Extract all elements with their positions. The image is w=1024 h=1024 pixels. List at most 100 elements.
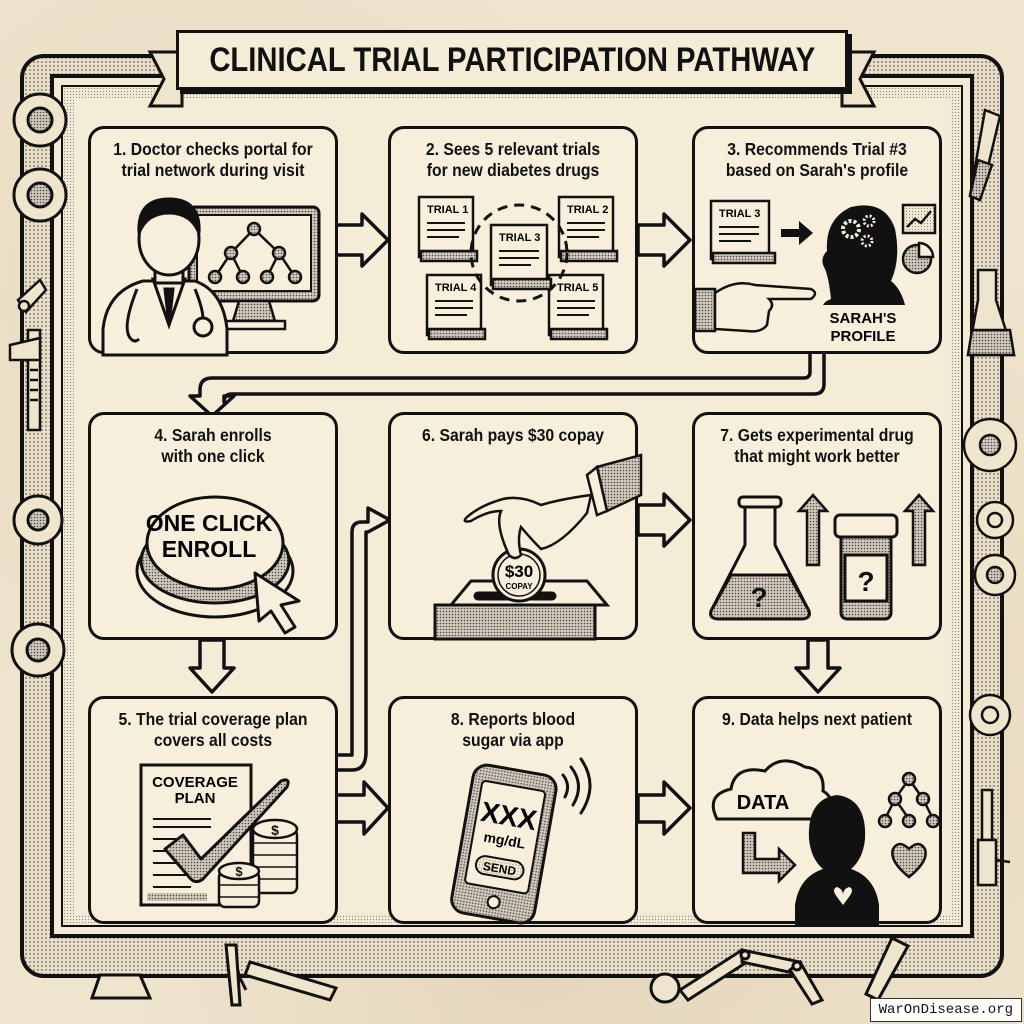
svg-text:TRIAL 4: TRIAL 4: [435, 282, 477, 294]
caption-line: that might work better: [734, 446, 900, 466]
caption-line: 3. Recommends Trial #3: [727, 139, 907, 159]
arrow-3-to-4: [188, 350, 826, 418]
trial-scroll: TRIAL 1: [417, 195, 479, 263]
step-caption: 7. Gets experimental drug that might wor…: [707, 425, 927, 467]
caption-line: 9. Data helps next patient: [722, 709, 912, 729]
recommendation-illustration: TRIAL 3 SARAH'S PRO: [693, 199, 937, 345]
robot-arm-icon: [649, 948, 825, 1006]
svg-text:SEND: SEND: [482, 859, 518, 879]
heart-icon: [891, 842, 927, 879]
caption-line: based on Sarah's profile: [725, 160, 909, 180]
step-panel-9: 9. Data helps next patient DATA: [692, 696, 942, 925]
line-chart-icon: [901, 203, 937, 235]
caliper-icon: [224, 943, 339, 1007]
step-panel-5: 5. The trial coverage plan covers all co…: [88, 696, 338, 924]
up-arrow-icon: [796, 493, 830, 567]
ballot-box-icon: [433, 579, 611, 641]
network-tree-icon: [207, 221, 303, 285]
step-caption: 6. Sarah pays $30 copay: [403, 425, 623, 446]
blood-sugar-app-illustration: XXX mg/dL SEND: [450, 757, 592, 925]
data-helps-illustration: DATA: [711, 759, 941, 925]
trial-scroll-highlighted: TRIAL 3: [489, 223, 553, 291]
watermark[interactable]: WarOnDisease.org: [869, 998, 1022, 1022]
bent-arrow-icon: [741, 831, 797, 885]
smartphone-icon: XXX mg/dL SEND: [450, 763, 558, 925]
caption-line: with one click: [161, 446, 265, 466]
checkmark-icon: [163, 778, 290, 884]
enroll-illustration: ONE CLICK ENROLL: [135, 495, 301, 635]
coin-stack-icon: $ $: [217, 818, 299, 909]
arrow-4-to-5: [188, 638, 236, 694]
experimental-drug-illustration: ? ?: [709, 493, 936, 621]
pill-bottle-icon: ?: [833, 513, 899, 621]
step-panel-6: 6. Sarah pays $30 copay $30 COPAY: [388, 412, 643, 641]
profile-label: SARAH'S: [830, 310, 897, 327]
wireless-signal-icon: [561, 757, 592, 815]
svg-text:COVERAGE: COVERAGE: [152, 774, 238, 791]
coverage-illustration: COVERAGE PLAN $ $: [139, 763, 299, 909]
caption-line: 8. Reports blood: [450, 709, 576, 729]
svg-text:$: $: [235, 864, 243, 879]
svg-text:$: $: [271, 822, 279, 838]
caption-line: covers all costs: [153, 730, 273, 750]
svg-text:ENROLL: ENROLL: [162, 536, 257, 562]
copay-illustration: $30 COPAY: [433, 453, 643, 641]
step-panel-2: 2. Sees 5 relevant trials for new diabet…: [388, 126, 638, 354]
profile-label: PROFILE: [830, 328, 895, 345]
dashed-highlight-circle: [469, 203, 569, 303]
caption-line: 5. The trial coverage plan: [118, 709, 308, 729]
caption-line: sugar via app: [462, 730, 564, 750]
svg-text:?: ?: [857, 566, 874, 597]
svg-text:TRIAL 3: TRIAL 3: [719, 208, 760, 220]
trial-scroll: TRIAL 5: [547, 273, 609, 341]
svg-text:TRIAL 2: TRIAL 2: [567, 204, 608, 216]
caption-line: 2. Sees 5 relevant trials: [425, 139, 601, 159]
trial-scroll: TRIAL 2: [557, 195, 619, 263]
arrow-1-to-2: [334, 212, 390, 268]
step-caption: 4. Sarah enrolls with one click: [103, 425, 323, 467]
send-button: [474, 855, 525, 881]
arrow-6-to-7: [636, 492, 692, 548]
arrow-right-icon: [781, 221, 813, 245]
step-panel-4: 4. Sarah enrolls with one click ONE CLIC…: [88, 412, 338, 640]
arrow-8-to-9: [636, 780, 692, 836]
big-button-icon[interactable]: ONE CLICK ENROLL: [135, 495, 295, 619]
step-caption: 8. Reports blood sugar via app: [403, 709, 623, 751]
caption-line: 6. Sarah pays $30 copay: [421, 425, 605, 445]
page-title: CLINICAL TRIAL PARTICIPATION PATHWAY: [209, 40, 815, 79]
flask-icon: ?: [709, 495, 811, 621]
svg-text:?: ?: [750, 582, 767, 613]
flask-icon: [966, 268, 1016, 357]
head-gears-icon: [822, 205, 905, 305]
arrow-2-to-3: [636, 212, 692, 268]
trial-scroll: TRIAL 4: [425, 273, 487, 341]
test-tube-icon: [968, 108, 1002, 202]
step-caption: 3. Recommends Trial #3 based on Sarah's …: [707, 139, 927, 181]
step-panel-1: 1. Doctor checks portal for trial networ…: [88, 126, 338, 357]
caption-line: 7. Gets experimental drug: [720, 425, 914, 445]
caption-line: trial network during visit: [121, 160, 305, 180]
step-panel-8: 8. Reports blood sugar via app XXX mg/dL…: [388, 696, 638, 925]
svg-text:TRIAL 3: TRIAL 3: [499, 232, 540, 244]
pointing-hand-icon: [693, 282, 817, 333]
step-caption: 9. Data helps next patient: [707, 709, 927, 730]
svg-text:ONE CLICK: ONE CLICK: [146, 510, 273, 536]
stethoscope-icon: [125, 288, 214, 343]
svg-text:$30: $30: [505, 562, 533, 581]
banner-tail: [147, 50, 877, 108]
caption-line: for new diabetes drugs: [426, 160, 600, 180]
caption-line: 1. Doctor checks portal for: [113, 139, 313, 159]
svg-text:COPAY: COPAY: [505, 582, 533, 591]
scroll-document-icon: TRIAL 3: [709, 199, 777, 265]
gear-icon: [962, 417, 1018, 737]
caption-line: 4. Sarah enrolls: [154, 425, 272, 445]
wrench-icon: [16, 278, 48, 315]
up-arrow-icon: [902, 493, 936, 567]
step-caption: 2. Sees 5 relevant trials for new diabet…: [403, 139, 623, 181]
title-banner: CLINICAL TRIAL PARTICIPATION PATHWAY: [176, 30, 848, 90]
step-panel-3: 3. Recommends Trial #3 based on Sarah's …: [692, 126, 942, 354]
svg-text:TRIAL 1: TRIAL 1: [427, 204, 468, 216]
step-caption: 5. The trial coverage plan covers all co…: [103, 709, 323, 751]
hand-icon: [463, 453, 643, 560]
